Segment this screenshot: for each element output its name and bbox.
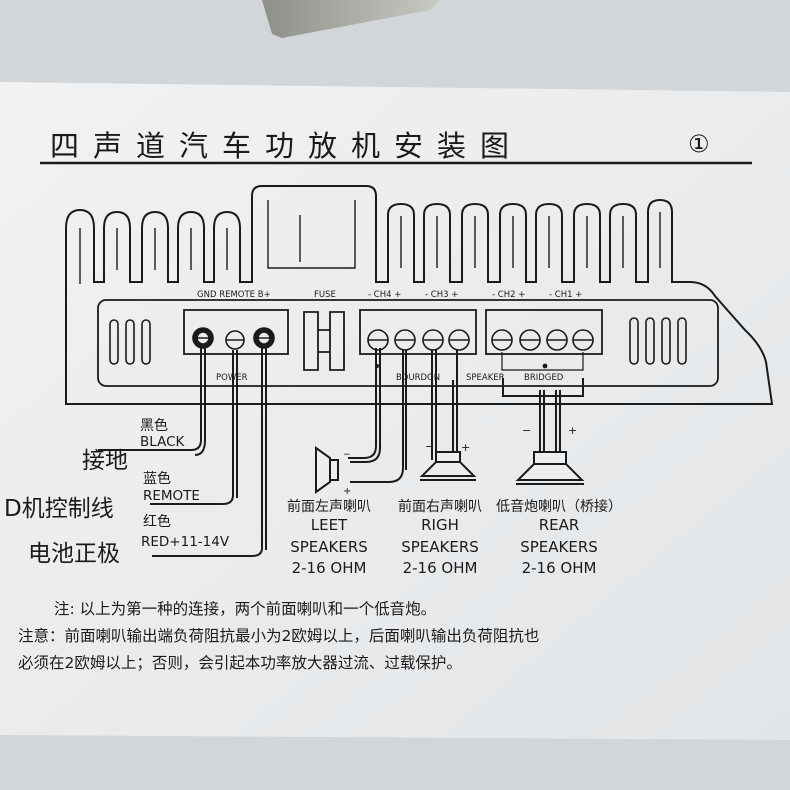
bridge-bracket [501, 352, 584, 371]
left-speaker-en1: LEET [311, 516, 348, 534]
vent-slots-left [109, 319, 151, 365]
battery-color-en: RED+11-14V [141, 534, 230, 550]
speaker-caption-right: 前面右声喇叭 RIGH SPEAKERS 2-16 OHM [398, 498, 482, 577]
remote-color-cn: 蓝色 [143, 470, 171, 487]
left-speaker-minus: − [343, 450, 351, 460]
battery-label: 电池正极 [28, 541, 120, 567]
rear-speaker-ohm: 2-16 OHM [522, 559, 597, 577]
label-ch4: - CH4 + [368, 290, 401, 300]
bridge-dot [542, 363, 548, 369]
power-wires [98, 348, 267, 557]
heatsink-inner-fins [79, 200, 661, 284]
rear-speaker-cn: 低音炮喇叭（桥接） [496, 498, 622, 515]
metal-object [262, 0, 440, 38]
vent-slots-right [629, 317, 687, 365]
right-speaker-en1: RIGH [421, 516, 459, 534]
speaker-caption-left: 前面左声喇叭 LEET SPEAKERS 2-16 OHM [287, 498, 371, 577]
note-line-2: 注意：前面喇叭输出端负荷阻抗最小为2欧姆以上，后面喇叭输出负荷阻抗也 [18, 626, 539, 645]
diagram-title: 四声道汽车功放机安装图 [50, 129, 523, 163]
rear-speaker-en1: REAR [539, 516, 580, 534]
right-speaker-en2: SPEAKERS [401, 538, 479, 556]
battery-color-cn: 红色 [143, 513, 171, 530]
left-speaker-plus: + [343, 486, 351, 497]
label-power: POWER [216, 373, 248, 383]
right-speaker-minus: − [425, 440, 434, 453]
note-line-3: 必须在2欧姆以上；否则，会引起本功率放大器过流、过载保护。 [18, 654, 462, 672]
speaker-caption-rear: 低音炮喇叭（桥接） REAR SPEAKERS 2-16 OHM [496, 498, 622, 577]
ground-label: 接地 [82, 448, 128, 474]
ground-color-cn: 黑色 [140, 417, 168, 434]
left-speaker-ohm: 2-16 OHM [292, 559, 367, 577]
left-speaker-icon [315, 446, 339, 494]
remote-label: D机控制线 [4, 496, 114, 522]
label-ch2: - CH2 + [492, 290, 525, 300]
remote-color-en: REMOTE [143, 488, 200, 504]
label-gnd-remote-b: GND REMOTE B+ [197, 290, 271, 300]
amplifier-heatsink-outline [65, 185, 774, 405]
sub-minus: − [522, 424, 531, 437]
page-number: ① [688, 130, 710, 158]
fuse-holder [303, 311, 345, 371]
ch2-ch1-terminal-block [485, 309, 603, 355]
ch2-ch1-terminals [491, 329, 594, 351]
label-ch1: - CH1 + [549, 290, 582, 300]
paper-sheet [0, 82, 790, 740]
speaker-wires [348, 348, 584, 483]
right-speaker-plus: + [461, 441, 470, 454]
note-line-1: 注: 以上为第一种的连接，两个前面喇叭和一个低音炮。 [54, 600, 436, 618]
ground-color-en: BLACK [140, 434, 186, 450]
right-speaker-icon [419, 451, 477, 481]
label-bourdon: BOURDON [396, 373, 440, 383]
sub-plus: + [568, 424, 577, 437]
power-terminals [192, 327, 275, 350]
label-fuse: FUSE [314, 290, 336, 300]
label-speaker: SPEAKER [466, 373, 505, 383]
right-speaker-ohm: 2-16 OHM [403, 559, 478, 577]
label-ch3: - CH3 + [425, 290, 458, 300]
label-bridged: BRIDGED [524, 373, 564, 383]
left-speaker-cn: 前面左声喇叭 [287, 498, 371, 515]
left-speaker-en2: SPEAKERS [290, 538, 368, 556]
rear-speaker-en2: SPEAKERS [520, 538, 598, 556]
right-speaker-cn: 前面右声喇叭 [398, 498, 482, 515]
amplifier-panel [97, 299, 719, 387]
subwoofer-icon [515, 451, 585, 485]
ch4-ch3-terminal-block [359, 309, 477, 355]
